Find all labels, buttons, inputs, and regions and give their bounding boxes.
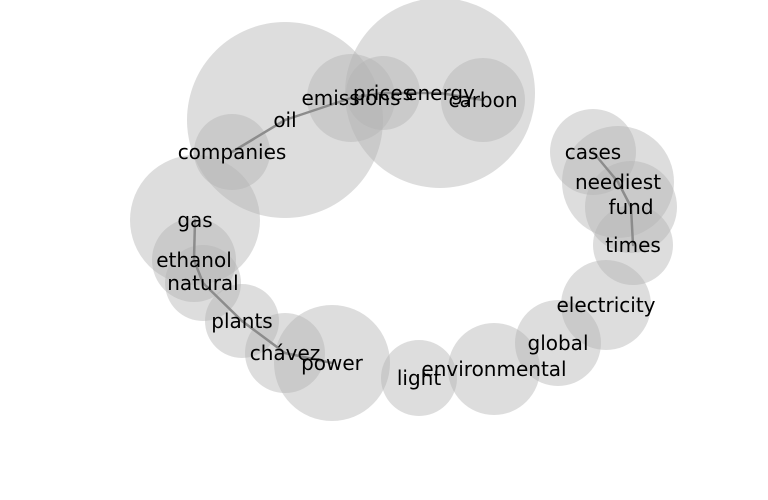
word-label-prices: prices bbox=[353, 81, 413, 105]
word-label-plants: plants bbox=[211, 309, 272, 333]
word-label-energy: energy bbox=[405, 81, 475, 105]
word-label-natural: natural bbox=[167, 271, 238, 295]
word-label-companies: companies bbox=[178, 140, 287, 164]
bubble-light bbox=[381, 340, 457, 416]
word-label-neediest: neediest bbox=[575, 170, 661, 194]
edge-companies-oil bbox=[230, 118, 287, 154]
edge-cases-neediest bbox=[591, 150, 620, 184]
edge-oil-emissions bbox=[283, 96, 353, 122]
word-label-carbon: carbon bbox=[448, 88, 517, 112]
word-label-cases: cases bbox=[565, 140, 621, 164]
word-label-environmental: environmental bbox=[421, 357, 566, 381]
word-label-gas: gas bbox=[177, 208, 212, 232]
bubble-global bbox=[515, 300, 601, 386]
edges-layer bbox=[192, 91, 635, 365]
edge-fund-times bbox=[629, 205, 635, 247]
bubble-electricity bbox=[561, 260, 651, 350]
word-label-light: light bbox=[397, 366, 441, 390]
word-label-times: times bbox=[605, 233, 661, 257]
word-label-power: power bbox=[301, 351, 364, 375]
bubble-environmental bbox=[448, 323, 540, 415]
edge-natural-plants bbox=[201, 281, 244, 323]
edge-neediest-fund bbox=[616, 180, 633, 209]
edge-energy-carbon bbox=[438, 91, 485, 102]
word-label-ethanol: ethanol bbox=[156, 248, 232, 272]
edge-emissions-prices bbox=[349, 91, 385, 100]
edge-plants-chavez bbox=[240, 319, 287, 355]
edge-chavez-power bbox=[283, 351, 334, 365]
edge-ethanol-natural bbox=[192, 258, 205, 285]
word-label-fund: fund bbox=[608, 195, 653, 219]
word-label-global: global bbox=[528, 331, 589, 355]
word-label-chavez: chávez bbox=[250, 341, 321, 365]
edge-gas-ethanol bbox=[192, 218, 197, 262]
word-label-emissions: emissions bbox=[301, 86, 400, 110]
word-label-oil: oil bbox=[273, 108, 296, 132]
word-label-electricity: electricity bbox=[556, 293, 655, 317]
